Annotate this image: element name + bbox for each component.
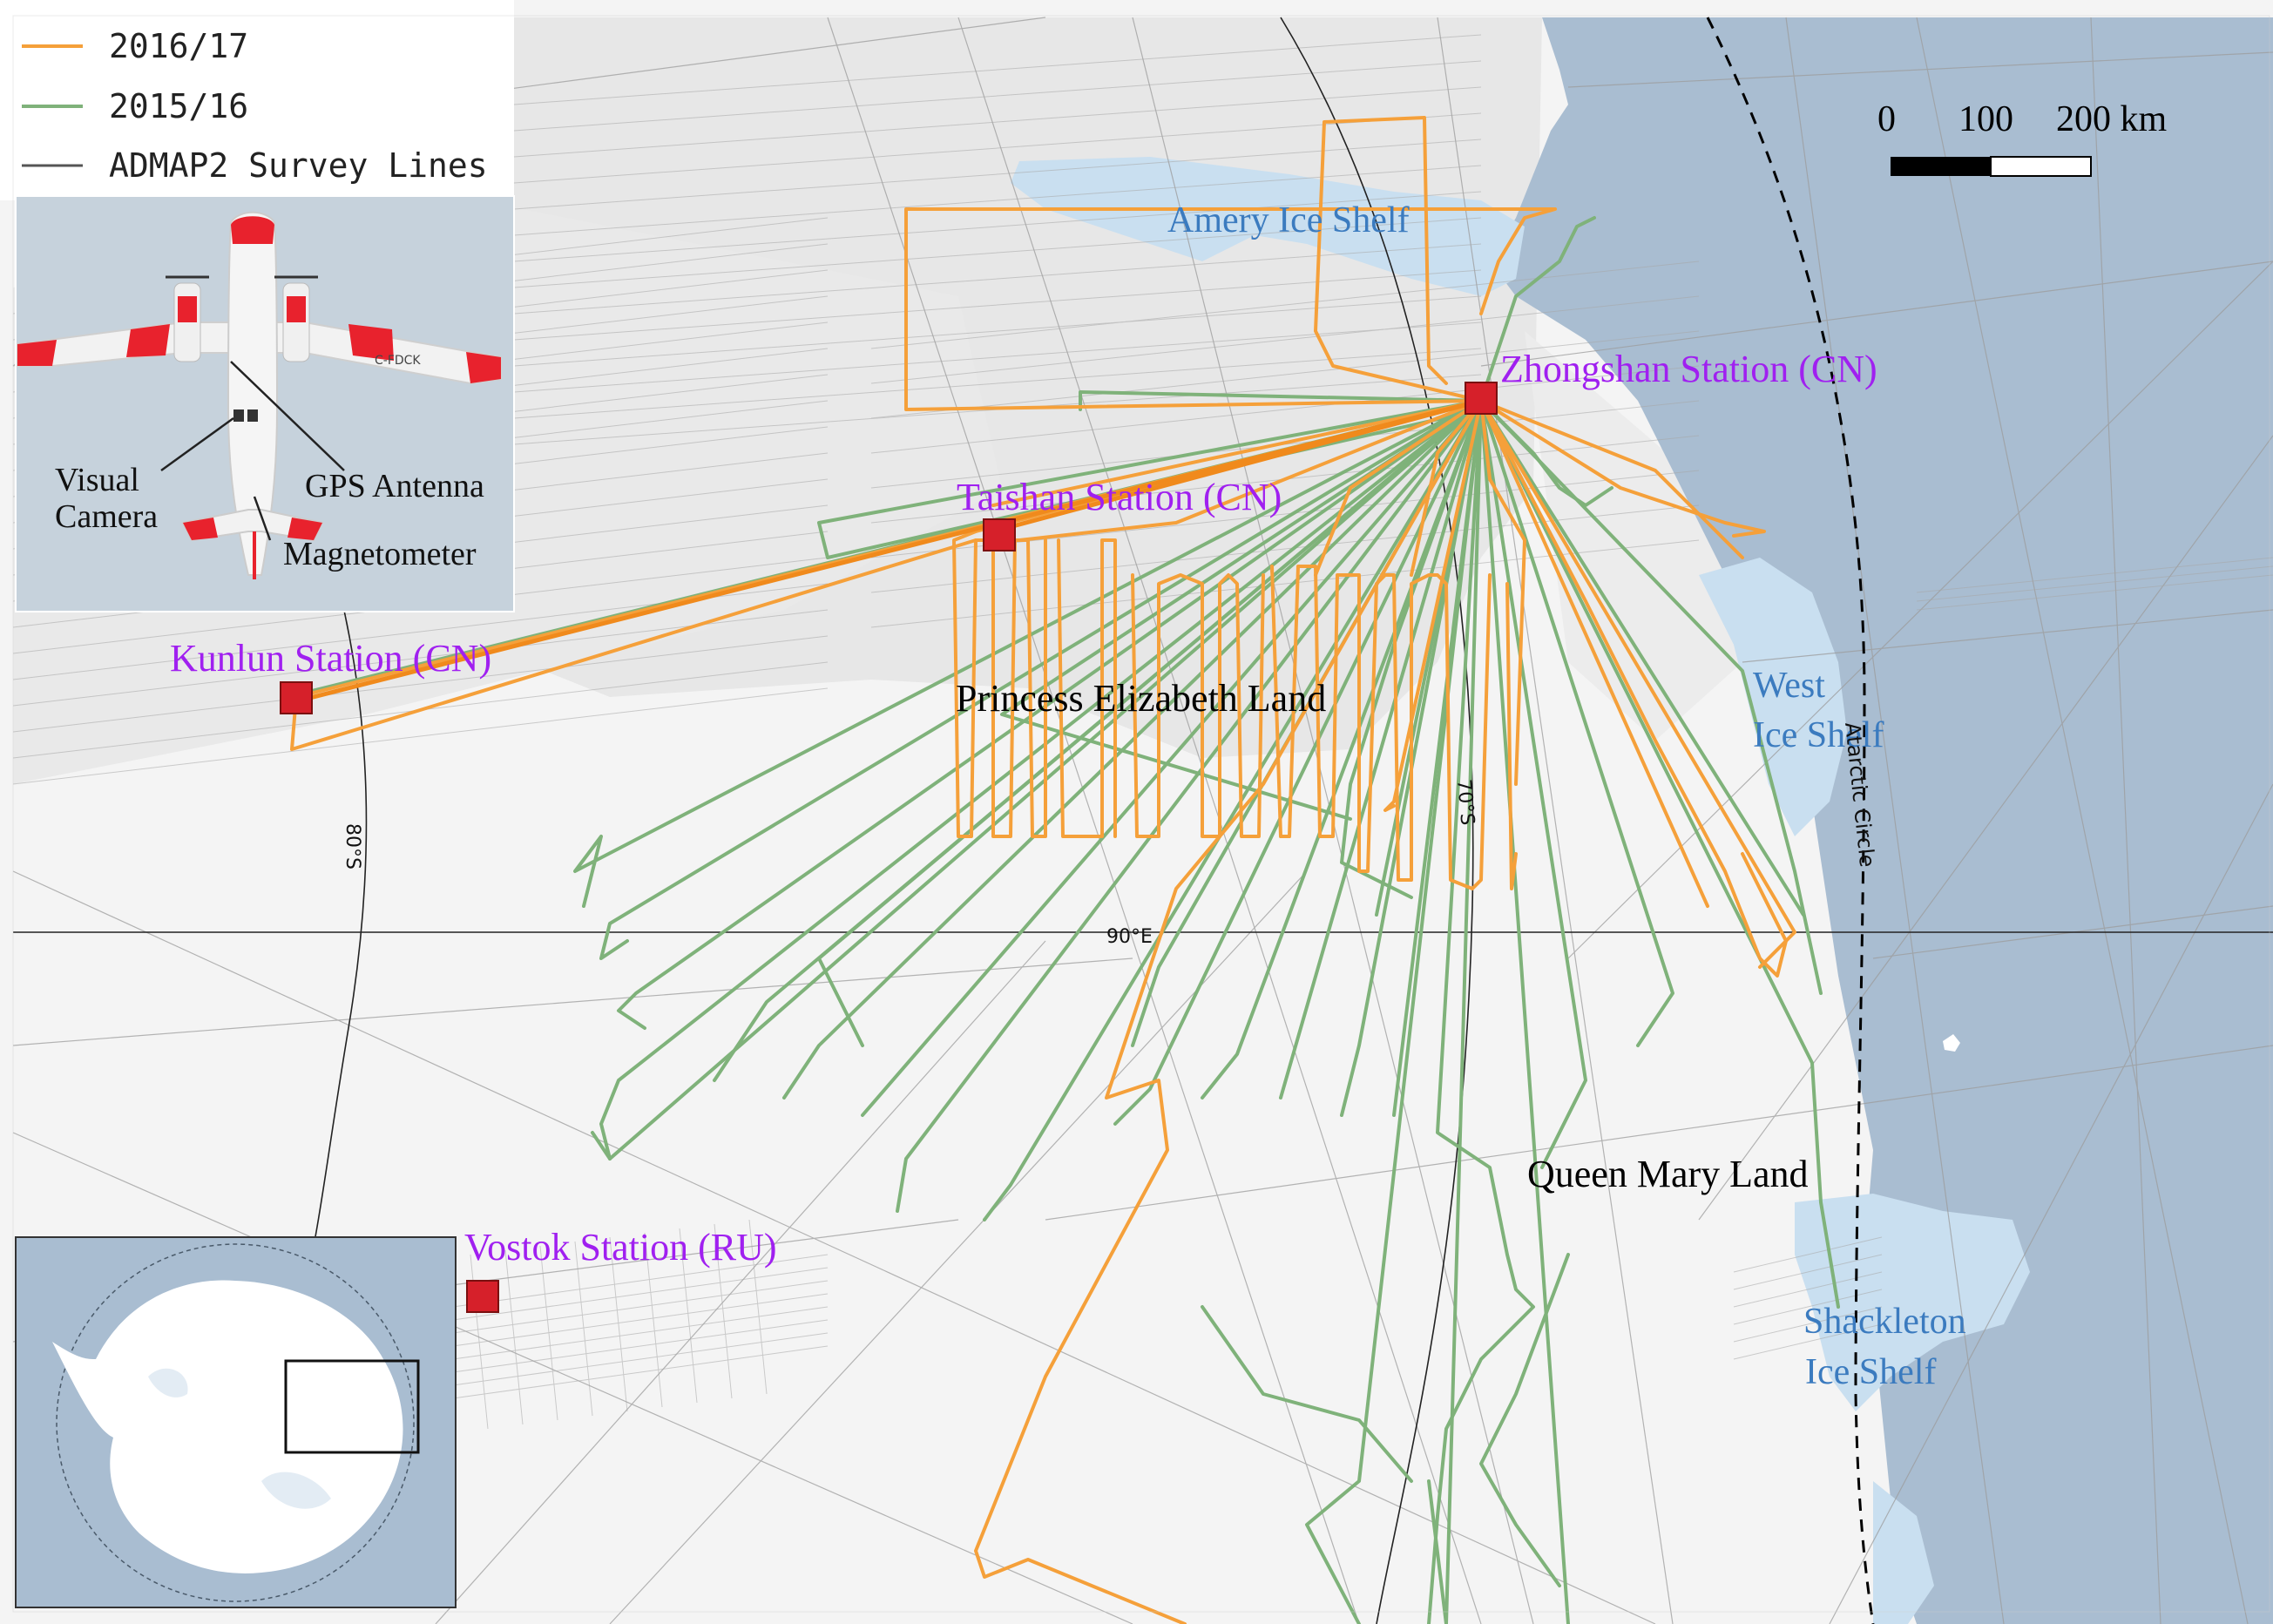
label-visual-camera-1: Visual [55, 462, 139, 498]
station-marker-vostok[interactable] [466, 1280, 499, 1313]
aircraft-visual-camera [233, 409, 244, 422]
station-labels: Zhongshan Station (CN) Taishan Station (… [170, 348, 1877, 1269]
label-shackleton-2: Ice Shelf [1805, 1352, 1936, 1392]
legend-label-2015-16: 2015/16 [109, 87, 248, 125]
ice-shelf-labels: Amery Ice Shelf West Ice Shelf Shackleto… [1167, 200, 1966, 1392]
station-marker-zhongshan[interactable] [1465, 382, 1498, 415]
antarctic-circle [1706, 17, 1875, 1624]
label-west-ice-shelf-2: Ice Shelf [1753, 715, 1884, 755]
map-frame [12, 15, 2270, 1613]
label-lat-70: 70°S [1452, 778, 1478, 826]
label-amery-ice-shelf: Amery Ice Shelf [1167, 200, 1410, 240]
station-marker-taishan[interactable] [983, 518, 1016, 551]
scale-bar: 0 100 200 km [1877, 99, 2168, 177]
label-visual-camera-2: Camera [55, 498, 158, 535]
aircraft-photo-inset: C-FDCK Visual Camera GPS Antenna Magneto… [15, 195, 515, 612]
scale-tick-100: 100 [1958, 99, 2013, 139]
legend: 2016/17 2015/16 ADMAP2 Survey Lines [0, 0, 514, 200]
legend-background [0, 0, 514, 200]
label-magnetometer: Magnetometer [283, 536, 477, 572]
station-markers [280, 382, 1498, 1313]
locator-circle [56, 1243, 415, 1602]
lat-70-circle [1280, 17, 1474, 1624]
scale-tick-200: 200 km [2056, 99, 2168, 139]
locator-extent-box [284, 1359, 420, 1454]
label-taishan: Taishan Station (CN) [957, 476, 1282, 518]
legend-label-2016-17: 2016/17 [109, 27, 248, 65]
region-labels: Princess Elizabeth Land Queen Mary Land [956, 677, 1809, 1195]
legend-label-admap2: ADMAP2 Survey Lines [109, 146, 488, 185]
label-queen-mary-land: Queen Mary Land [1527, 1153, 1809, 1195]
ice-shelves [1011, 157, 2030, 1624]
label-gps-antenna: GPS Antenna [305, 468, 484, 504]
label-lon-90: 90°E [1106, 926, 1153, 948]
flight-lines-bright [295, 398, 1482, 704]
antarctica-locator-inset [15, 1236, 457, 1608]
label-shackleton-1: Shackleton [1803, 1302, 1966, 1342]
southern-ocean [1490, 17, 2273, 1624]
label-zhongshan: Zhongshan Station (CN) [1500, 348, 1877, 390]
scale-bar-black-segment [1891, 157, 1991, 176]
label-west-ice-shelf-1: West [1753, 666, 1825, 706]
label-princess-elizabeth-land: Princess Elizabeth Land [956, 677, 1326, 720]
label-lat-80: 80°S [342, 823, 363, 870]
station-marker-kunlun[interactable] [280, 681, 313, 714]
label-kunlun: Kunlun Station (CN) [170, 637, 491, 680]
scale-tick-0: 0 [1877, 99, 1896, 139]
label-vostok: Vostok Station (RU) [464, 1226, 777, 1269]
scale-bar-white-segment [1990, 156, 2092, 177]
aircraft-tail-code: C-FDCK [375, 354, 421, 368]
